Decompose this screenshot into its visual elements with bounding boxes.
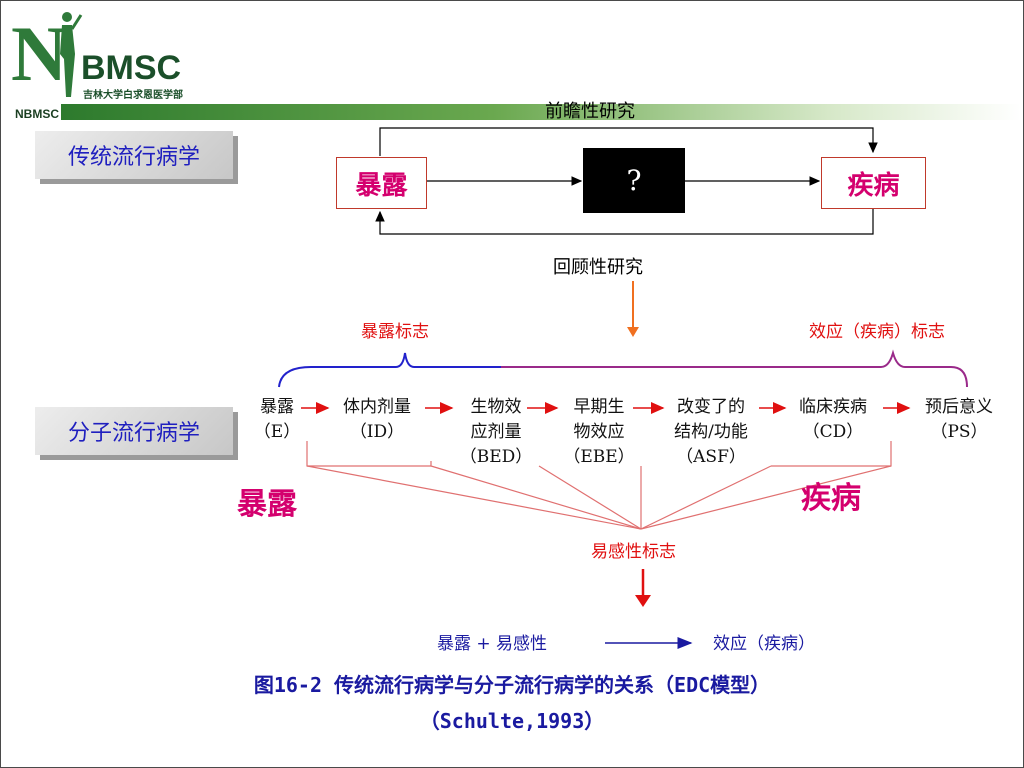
- header-bar: [61, 104, 1021, 120]
- traditional-epi-label: 传统流行病学: [35, 131, 233, 179]
- molecular-epi-label: 分子流行病学: [35, 407, 233, 455]
- stage-internal-dose: 体内剂量 （ID）: [343, 397, 411, 442]
- stage-exposure: 暴露 （E）: [253, 397, 301, 442]
- logo-small-text: NBMSC: [15, 107, 59, 121]
- retrospective-label: 回顾性研究: [553, 257, 643, 278]
- prospective-label: 前瞻性研究: [545, 101, 635, 122]
- big-exposure-label: 暴露: [237, 487, 297, 522]
- exposure-markers-label: 暴露标志: [361, 322, 429, 342]
- figure-citation: （Schulte,1993）: [419, 709, 605, 733]
- stage-prognosis: 预后意义 （PS）: [925, 397, 993, 442]
- stage-bed: 生物效 应剂量 （BED）: [459, 397, 533, 467]
- figure-caption: 图16-2 传统流行病学与分子流行病学的关系（EDC模型）: [253, 673, 771, 697]
- logo-letter: N: [11, 10, 68, 97]
- disease-box: 疾病: [821, 157, 926, 209]
- stage-asf: 改变了的 结构/功能 （ASF）: [674, 397, 748, 467]
- stage-ebe: 早期生 物效应 （EBE）: [563, 397, 635, 467]
- big-disease-label: 疾病: [801, 481, 861, 516]
- formula-left: 暴露 + 易感性: [437, 634, 548, 654]
- logo-subtitle: 吉林大学白求恩医学部: [83, 90, 183, 101]
- exposure-box: 暴露: [336, 157, 427, 209]
- formula-right: 效应（疾病）: [713, 634, 815, 654]
- susceptibility-markers-label: 易感性标志: [591, 542, 676, 562]
- unknown-box: ?: [583, 148, 685, 213]
- logo-figure-icon: [60, 12, 83, 97]
- logo-brand: BMSC: [81, 49, 182, 87]
- stage-clinical-disease: 临床疾病 （CD）: [799, 397, 867, 442]
- effect-markers-label: 效应（疾病）标志: [809, 322, 945, 342]
